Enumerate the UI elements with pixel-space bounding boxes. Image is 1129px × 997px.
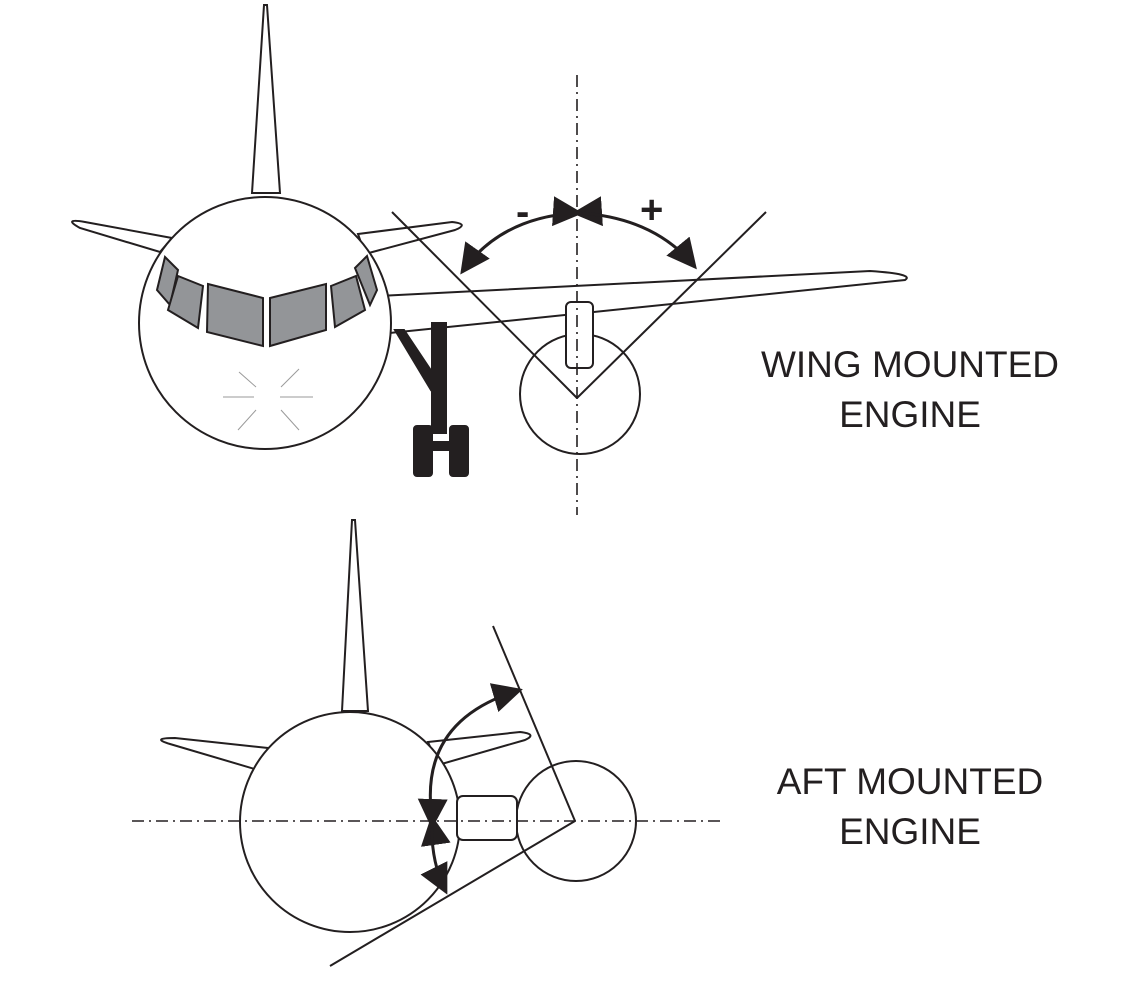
aft-clearance-line-lower xyxy=(329,820,576,967)
aft-left-stabilizer xyxy=(160,736,270,772)
aft-mounted-figure xyxy=(132,519,722,967)
negative-angle-sign: - xyxy=(516,190,530,234)
landing-gear xyxy=(393,322,469,477)
aft-clearance-line-upper xyxy=(492,625,576,822)
lower-angle-arc xyxy=(417,798,448,895)
tail-fin xyxy=(250,4,282,194)
nose-detail xyxy=(223,368,313,431)
wing-engine-pylon xyxy=(565,301,594,369)
wing-mounted-engine-label: WING MOUNTED ENGINE xyxy=(742,340,1078,440)
wing-label-line-1: WING MOUNTED xyxy=(760,344,1060,385)
aft-right-stabilizer xyxy=(426,730,532,767)
aft-fuselage xyxy=(239,711,461,933)
left-horizontal-stabilizer xyxy=(71,219,174,254)
positive-angle-sign: + xyxy=(640,188,664,232)
wing-mounted-figure xyxy=(71,4,908,515)
wing-clearance-line-right xyxy=(576,211,767,399)
aft-label-line-2: ENGINE xyxy=(839,811,981,852)
positive-angle-arc xyxy=(552,196,697,270)
aft-label-line-1: AFT MOUNTED xyxy=(776,761,1044,802)
fuselage xyxy=(138,196,392,450)
wing-label-line-2: ENGINE xyxy=(839,394,981,435)
cockpit-windows xyxy=(155,254,379,348)
upper-angle-arc xyxy=(420,683,523,847)
right-horizontal-stabilizer xyxy=(356,220,463,256)
aft-mounted-engine-label: AFT MOUNTED ENGINE xyxy=(752,757,1068,857)
wing-clearance-line-left xyxy=(391,211,578,399)
aft-tail-fin xyxy=(340,519,370,712)
aft-engine-pylon xyxy=(456,795,518,841)
right-wing xyxy=(377,269,908,335)
